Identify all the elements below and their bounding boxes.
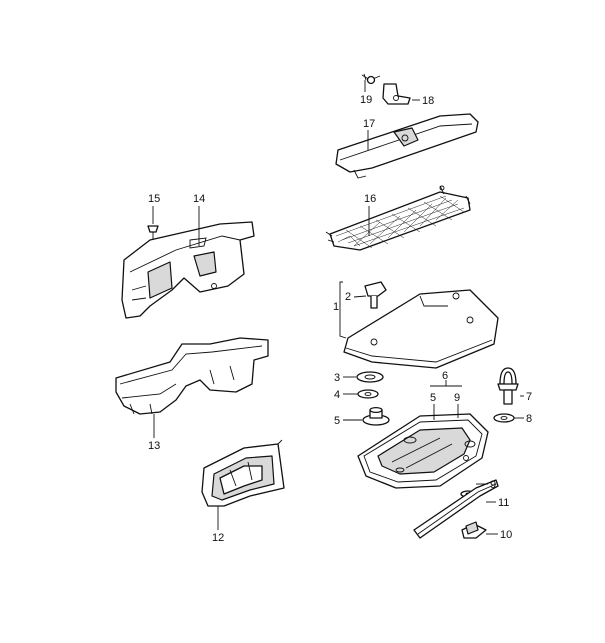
callout-19: 19 [360, 94, 372, 106]
part-11-seal-strip [413, 479, 499, 539]
part-17-rear-cover [335, 113, 479, 179]
part-15-clip [147, 225, 159, 240]
callout-2: 2 [345, 291, 351, 303]
part-2-fastener [364, 281, 387, 309]
callout-6: 6 [442, 370, 448, 382]
callout-7: 7 [526, 391, 532, 403]
callout-5: 5 [334, 415, 340, 427]
part-18-bracket [382, 83, 411, 105]
callout-15: 15 [148, 193, 160, 205]
callout-11: 11 [498, 497, 509, 509]
part-3-ring [356, 371, 384, 383]
part-8-washer [493, 413, 515, 423]
callout-labels: 19 18 17 16 1 2 15 14 3 4 5 6 5 9 7 8 9 … [148, 94, 532, 544]
part-5-holder [362, 406, 390, 426]
part-1-floor-cover [343, 289, 499, 369]
part-12-trunk-frame [201, 439, 285, 507]
callout-17: 17 [363, 118, 375, 130]
callout-8: 8 [526, 413, 532, 425]
callout-4: 4 [334, 389, 340, 401]
callout-13: 13 [148, 440, 160, 452]
callout-3: 3 [334, 372, 340, 384]
part-4-washer [357, 389, 379, 399]
callout-1: 1 [333, 301, 339, 313]
callout-10: 10 [500, 529, 512, 541]
callout-14: 14 [193, 193, 205, 205]
part-10-nut [461, 521, 487, 539]
leader-lines [152, 80, 524, 535]
part-16-luggage-net [325, 185, 471, 251]
callout-18: 18 [422, 95, 434, 107]
part-19-bolt [361, 73, 381, 85]
callout-5-sub: 5 [430, 392, 436, 404]
part-14-side-trim [121, 221, 255, 319]
part-6-base-tray [357, 413, 489, 489]
part-13-floor-trim [115, 337, 269, 415]
callout-12: 12 [212, 532, 224, 544]
callout-9: 9 [490, 479, 496, 491]
part-7-eye-bolt [497, 367, 519, 405]
callout-16: 16 [364, 193, 376, 205]
callout-9-sub: 9 [454, 392, 460, 404]
